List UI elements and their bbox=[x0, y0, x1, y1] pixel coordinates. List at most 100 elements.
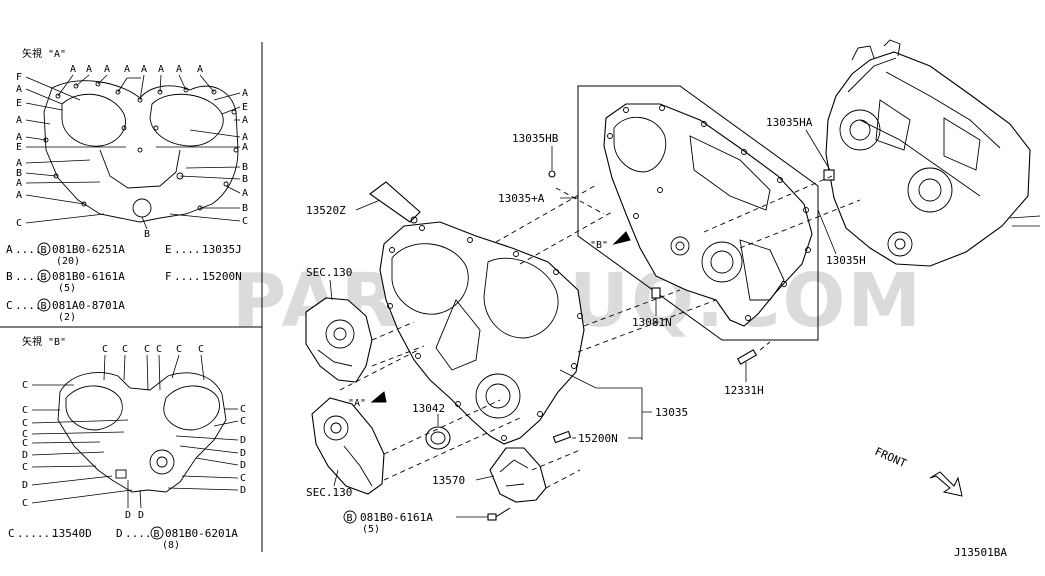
legend-part-number: 13540D bbox=[52, 527, 92, 540]
front-label: FRONT bbox=[873, 445, 909, 470]
legend-part-number: 081A0-8701A bbox=[52, 299, 125, 312]
callout-13035H: 13035H bbox=[817, 209, 866, 267]
bolt-quantity: (5) bbox=[362, 524, 380, 535]
view-a-top-leaders bbox=[57, 74, 215, 101]
view-a-left-letter: A bbox=[16, 115, 22, 126]
legend-key: D bbox=[116, 527, 123, 540]
view-a-right-letters: A E A A A B B A B C bbox=[242, 88, 248, 227]
circle-b-letter: B bbox=[41, 245, 47, 256]
circle-b-symbol bbox=[37, 298, 51, 312]
view-a-left-letter: A bbox=[16, 84, 22, 95]
part-label-13035A: 13035+A bbox=[498, 192, 545, 205]
view-b-top-letter: C bbox=[198, 344, 204, 355]
part-13520Z-drawing bbox=[369, 181, 421, 224]
legend-key: C bbox=[8, 527, 15, 540]
callout-bolt: B 081B0-6161A (5) bbox=[343, 510, 488, 535]
part-label-13570: 13570 bbox=[432, 474, 465, 487]
view-b-arrow-label: "B" bbox=[590, 240, 608, 251]
view-b-left-letters: C C C C C D C D C bbox=[22, 380, 28, 509]
view-a-left-letter: A bbox=[16, 190, 22, 201]
circle-b-symbol bbox=[343, 510, 357, 524]
legend-key: C bbox=[6, 299, 13, 312]
part-label-13035HB: 13035HB bbox=[512, 132, 559, 145]
circle-b-letter: B bbox=[347, 513, 353, 524]
view-a-left-letter: E bbox=[16, 98, 22, 109]
view-a-right-opening bbox=[149, 93, 224, 147]
view-b-left-letter: C bbox=[22, 462, 28, 473]
view-b-left-letter: C bbox=[22, 405, 28, 416]
upper-timing-cover-drawing bbox=[603, 103, 813, 327]
view-b-left-opening bbox=[65, 385, 123, 431]
view-b-bottom-letter: D bbox=[125, 510, 131, 521]
view-b-right-letters: C C D D D C D bbox=[240, 404, 246, 496]
view-b-left-letter: C bbox=[22, 438, 28, 449]
plug-13035HA-drawing bbox=[823, 169, 835, 181]
view-a-left-letter: C bbox=[16, 218, 22, 229]
assembly-dashed-lines bbox=[339, 175, 861, 489]
view-b-top-letter: C bbox=[156, 344, 162, 355]
plug-13081N-drawing bbox=[651, 287, 661, 299]
part-label-13042: 13042 bbox=[412, 402, 445, 415]
svg-text:....: .... bbox=[174, 270, 201, 283]
view-b-right-letter: C bbox=[240, 473, 246, 484]
view-a-right-letter: C bbox=[242, 216, 248, 227]
view-b-top-letter: C bbox=[144, 344, 150, 355]
lower-timing-cover-drawing bbox=[379, 221, 585, 445]
view-b-legend: C ...... 13540D D .... B 081B0-6201A (8) bbox=[8, 526, 238, 551]
view-a-arrow-icon bbox=[370, 391, 387, 403]
callout-sec130-top: SEC.130 bbox=[306, 266, 352, 301]
view-a-legend: A ..... B 081B0-6251A (20) E .... 13035J… bbox=[6, 242, 242, 323]
legend-part-number: 15200N bbox=[202, 270, 242, 283]
bolt-drawing bbox=[487, 507, 511, 521]
view-a-arrow-label: "A" bbox=[348, 398, 366, 409]
legend-key: F bbox=[165, 270, 172, 283]
view-a-right-letter: B bbox=[242, 174, 248, 185]
view-a-top-letter: A bbox=[176, 64, 182, 75]
view-b-left-letter: C bbox=[22, 498, 28, 509]
view-a-top-letter: A bbox=[86, 64, 92, 75]
part-label-15200N: 15200N bbox=[578, 432, 618, 445]
engine-block-drawing bbox=[825, 39, 1041, 267]
view-b-right-letter: D bbox=[240, 460, 246, 471]
part-label-bolt: 081B0-6161A bbox=[360, 511, 433, 524]
legend-key: E bbox=[165, 243, 172, 256]
circle-b-symbol bbox=[150, 526, 164, 540]
view-b-right-letter: C bbox=[240, 416, 246, 427]
view-a-right-letter: E bbox=[242, 102, 248, 113]
section-label-130-top: SEC.130 bbox=[306, 266, 352, 279]
plug-13035HB-drawing bbox=[548, 170, 556, 178]
view-a-left-leaders bbox=[25, 76, 126, 224]
view-a-right-letter: A bbox=[242, 188, 248, 199]
svg-text:....: .... bbox=[125, 527, 152, 540]
view-a-top-letters: A A A A A A A A bbox=[70, 64, 203, 75]
view-a-left-opening bbox=[61, 93, 126, 147]
view-b-right-letter: D bbox=[240, 485, 246, 496]
part-label-13035H: 13035H bbox=[826, 254, 866, 267]
pin-12331H-drawing bbox=[736, 349, 758, 365]
bracket-13570-drawing bbox=[489, 447, 547, 503]
callout-view-a-arrow: "A" bbox=[348, 391, 387, 409]
part-label-13035: 13035 bbox=[655, 406, 688, 419]
water-pump-upper-drawing bbox=[305, 297, 373, 383]
callout-13035HA: 13035HA bbox=[766, 116, 831, 171]
view-b-center-hole bbox=[149, 449, 175, 475]
part-label-12331H: 12331H bbox=[724, 384, 764, 397]
view-a-bottom-leader bbox=[141, 216, 148, 230]
view-b-right-opening bbox=[163, 385, 220, 431]
legend-quantity: (5) bbox=[58, 283, 76, 294]
view-a-top-letter: A bbox=[158, 64, 164, 75]
view-b-bottom-letter: D bbox=[138, 510, 144, 521]
view-a-inner-ridge bbox=[99, 149, 181, 189]
svg-text:......: ...... bbox=[17, 527, 57, 540]
view-a-right-letter: A bbox=[242, 132, 248, 143]
callout-13035: 13035 bbox=[559, 369, 688, 440]
view-b-right-letter: C bbox=[240, 404, 246, 415]
view-a-left-letter: B bbox=[16, 168, 22, 179]
callout-view-b-arrow: "B" bbox=[590, 231, 631, 251]
view-a-cover-outline bbox=[43, 80, 239, 223]
callout-15200N: 15200N bbox=[572, 432, 618, 445]
view-b-left-letter: D bbox=[22, 450, 28, 461]
view-b-left-letter: C bbox=[22, 429, 28, 440]
